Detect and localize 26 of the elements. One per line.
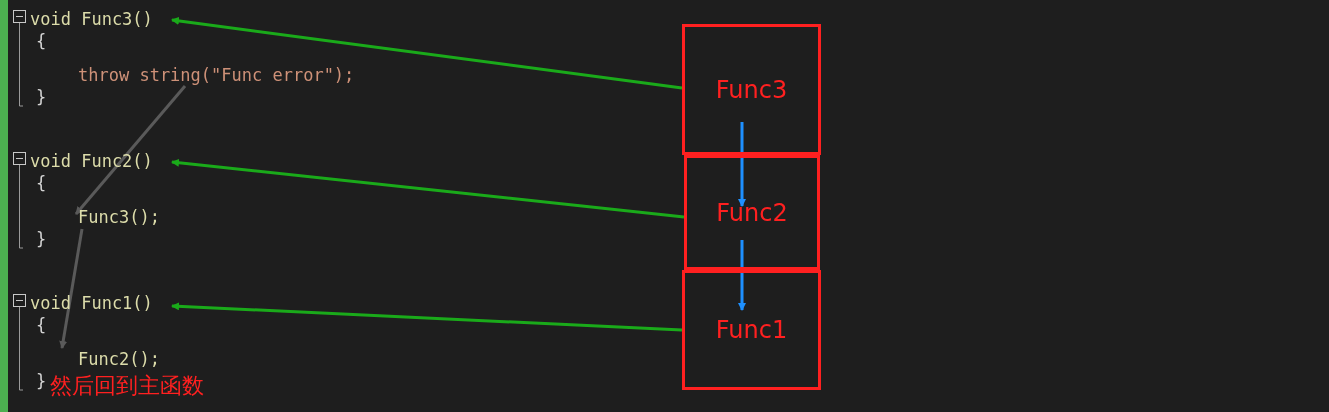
arrow bbox=[171, 158, 685, 219]
frame-label: Func1 bbox=[715, 316, 788, 344]
code-brace: } bbox=[36, 228, 47, 250]
function-header: void Func2() bbox=[30, 150, 170, 172]
code-line: Func3(); bbox=[78, 206, 173, 228]
code-brace: { bbox=[36, 314, 47, 336]
arrow bbox=[59, 228, 84, 349]
arrow bbox=[738, 240, 746, 311]
stack-frame-box bbox=[684, 155, 820, 270]
arrow bbox=[74, 85, 187, 215]
function-header: void Func3() bbox=[30, 8, 170, 30]
code-brace: { bbox=[36, 30, 47, 52]
frame-label: Func2 bbox=[716, 198, 788, 227]
code-brace: } bbox=[36, 370, 47, 392]
frame-label: Func3 bbox=[715, 75, 788, 104]
stack-frame-box bbox=[682, 270, 821, 390]
code-brace: } bbox=[36, 86, 47, 108]
function-header: void Func1() bbox=[30, 292, 170, 314]
code-brace: { bbox=[36, 172, 47, 194]
arrow bbox=[171, 302, 683, 332]
annotation-text: 然后回到主函数 bbox=[50, 372, 204, 400]
arrow bbox=[171, 16, 683, 90]
stack-frame-box bbox=[682, 24, 821, 155]
arrow bbox=[738, 122, 746, 207]
code-line: throw string("Func error"); bbox=[78, 64, 398, 86]
code-line: Func2(); bbox=[78, 348, 173, 370]
